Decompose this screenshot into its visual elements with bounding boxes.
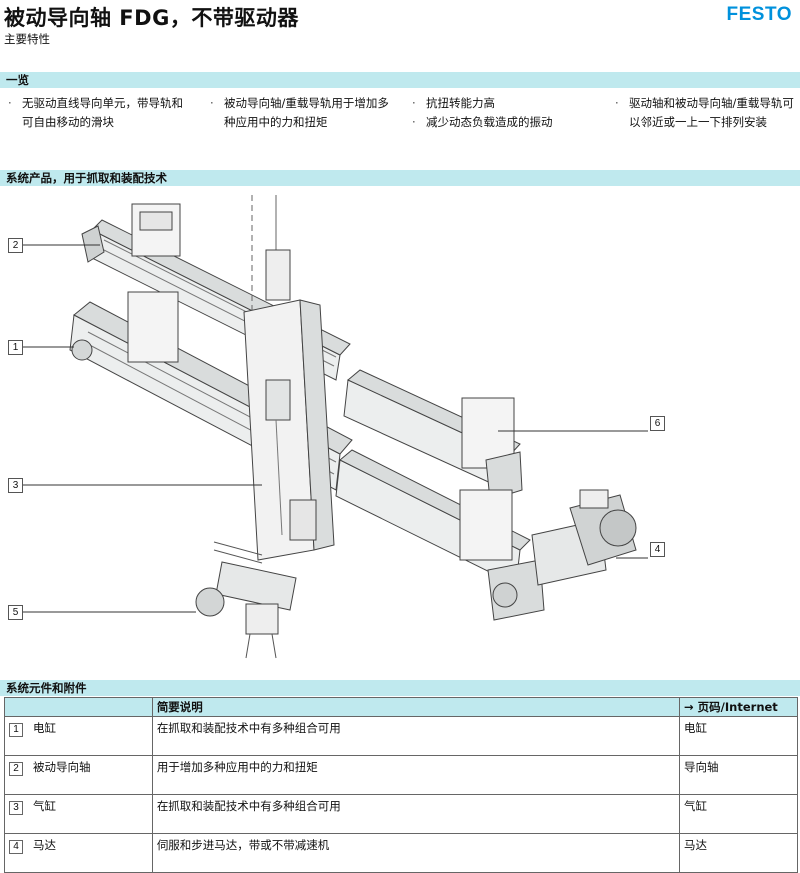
overview-column-2: ·被动导向轴/重载导轨用于增加多种应用中的力和扭矩 — [210, 94, 390, 132]
system-diagram: 2 1 3 5 6 4 — [0, 190, 800, 665]
overview-heading: 一览 — [0, 72, 800, 88]
row-number: 2 — [9, 762, 23, 776]
servo-motor — [531, 489, 637, 586]
row-page-link[interactable]: 气缸 — [679, 794, 798, 834]
callout-5: 5 — [8, 605, 23, 620]
row-name: 马达 — [33, 838, 56, 852]
table-row: 3 气缸 在抓取和装配技术中有多种组合可用 气缸 — [4, 794, 798, 834]
page-title: 被动导向轴 FDG，不带驱动器 — [4, 6, 299, 30]
callout-2: 2 — [8, 238, 23, 253]
table-row: 4 马达 伺服和步进马达，带或不带减速机 马达 — [4, 833, 798, 873]
table-header-row: 简要说明 → 页码/Internet — [4, 697, 798, 717]
table-header-empty — [4, 697, 153, 717]
festo-logo: FESTO — [726, 4, 792, 25]
overview-column-3: ·抗扭转能力高 ·减少动态负载造成的振动 — [412, 94, 602, 132]
overview-column-1: ·无驱动直线导向单元，带导轨和可自由移动的滑块 — [8, 94, 188, 132]
page-subtitle: 主要特性 — [4, 32, 50, 46]
row-name: 气缸 — [33, 799, 56, 813]
row-desc: 用于增加多种应用中的力和扭矩 — [151, 755, 681, 795]
system-heading: 系统产品，用于抓取和装配技术 — [0, 170, 800, 186]
callout-3: 3 — [8, 478, 23, 493]
table-row: 1 电缸 在抓取和装配技术中有多种组合可用 电缸 — [4, 716, 798, 756]
overview-item: 被动导向轴/重载导轨用于增加多种应用中的力和扭矩 — [224, 96, 389, 129]
row-number: 1 — [9, 723, 23, 737]
callout-1: 1 — [8, 340, 23, 355]
row-page-link[interactable]: 马达 — [679, 833, 798, 873]
callout-6: 6 — [650, 416, 665, 431]
vertical-cylinder — [243, 195, 335, 561]
row-desc: 在抓取和装配技术中有多种组合可用 — [151, 716, 681, 756]
row-page-link[interactable]: 电缸 — [679, 716, 798, 756]
overview-item: 减少动态负载造成的振动 — [426, 115, 553, 129]
table-row: 2 被动导向轴 用于增加多种应用中的力和扭矩 导向轴 — [4, 755, 798, 795]
overview-item: 抗扭转能力高 — [426, 96, 495, 110]
components-heading: 系统元件和附件 — [0, 680, 800, 696]
components-table: 简要说明 → 页码/Internet 1 电缸 在抓取和装配技术中有多种组合可用 … — [4, 697, 798, 873]
row-name: 被动导向轴 — [33, 760, 91, 774]
row-desc: 伺服和步进马达，带或不带减速机 — [151, 833, 681, 873]
table-header-page: → 页码/Internet — [679, 697, 798, 717]
row-number: 3 — [9, 801, 23, 815]
overview-item: 无驱动直线导向单元，带导轨和可自由移动的滑块 — [22, 96, 183, 129]
gantry-illustration — [21, 195, 648, 659]
row-number: 4 — [9, 840, 23, 854]
row-desc: 在抓取和装配技术中有多种组合可用 — [151, 794, 681, 834]
table-header-desc: 简要说明 — [151, 697, 681, 717]
overview-item: 驱动轴和被动导向轴/重载导轨可以邻近或一上一下排列安装 — [629, 96, 794, 129]
gripper — [195, 541, 297, 659]
callout-4: 4 — [650, 542, 665, 557]
overview-column-4: ·驱动轴和被动导向轴/重载导轨可以邻近或一上一下排列安装 — [615, 94, 795, 132]
row-page-link[interactable]: 导向轴 — [679, 755, 798, 795]
row-name: 电缸 — [33, 721, 56, 735]
